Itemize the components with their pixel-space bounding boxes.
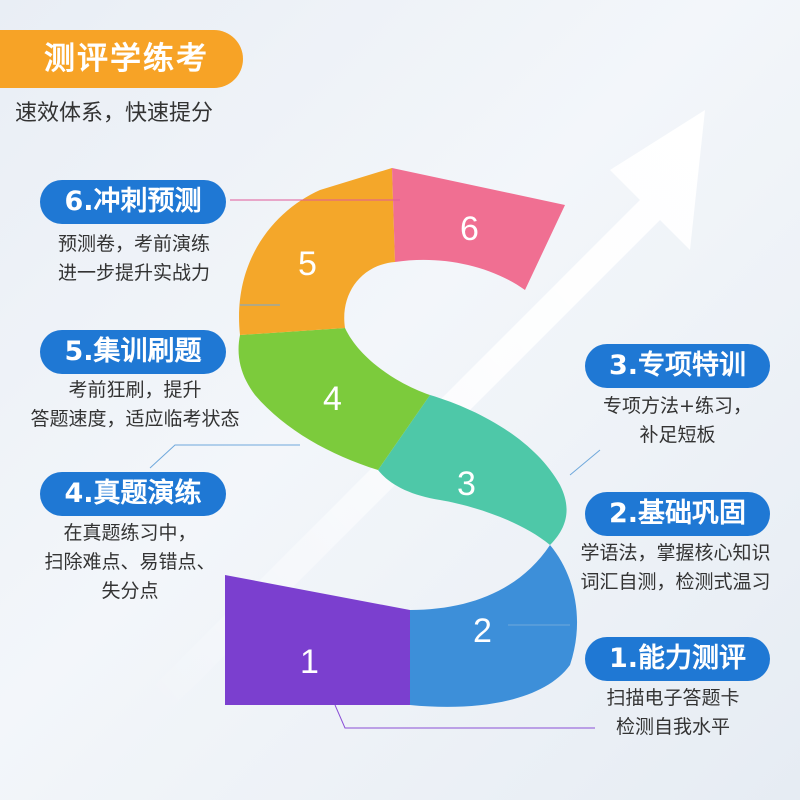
segment-number-2: 2 xyxy=(473,612,492,650)
segment-4 xyxy=(238,328,430,470)
segment-6 xyxy=(392,168,565,290)
step-6-desc: 预测卷，考前演练进一步提升实战力 xyxy=(58,233,211,284)
step-1-desc: 扫描电子答题卡检测自我水平 xyxy=(606,687,740,738)
segment-2 xyxy=(410,545,578,707)
step-5-desc: 考前狂刷，提升答题速度，适应临考状态 xyxy=(30,379,240,430)
step-2-label: 2.基础巩固 xyxy=(585,492,770,536)
s-shape xyxy=(225,168,578,707)
step-3-label: 3.专项特训 xyxy=(585,344,770,388)
segment-3 xyxy=(378,395,567,545)
segment-number-4: 4 xyxy=(323,380,342,418)
segment-number-5: 5 xyxy=(298,245,317,283)
step-6-label: 6.冲刺预测 xyxy=(40,180,226,224)
step-4-desc: 在真题练习中，扫除难点、易错点、失分点 xyxy=(44,522,216,602)
step-5-label: 5.集训刷题 xyxy=(40,330,226,374)
page-title: 测评学练考 xyxy=(0,30,243,88)
page-subtitle: 速效体系，快速提分 xyxy=(15,101,214,126)
segment-number-6: 6 xyxy=(460,210,479,248)
growth-arrow-icon xyxy=(150,110,705,710)
step-4-label: 4.真题演练 xyxy=(40,472,226,516)
segment-5 xyxy=(239,168,395,335)
segment-number-3: 3 xyxy=(457,465,476,503)
segment-number-1: 1 xyxy=(300,643,319,681)
step-1-label: 1.能力测评 xyxy=(585,637,770,681)
step-2-desc: 学语法，掌握核心知识词汇自测，检测式温习 xyxy=(580,542,771,593)
segment-1 xyxy=(225,575,410,705)
step-3-desc: 专项方法+练习，补足短板 xyxy=(603,395,752,446)
